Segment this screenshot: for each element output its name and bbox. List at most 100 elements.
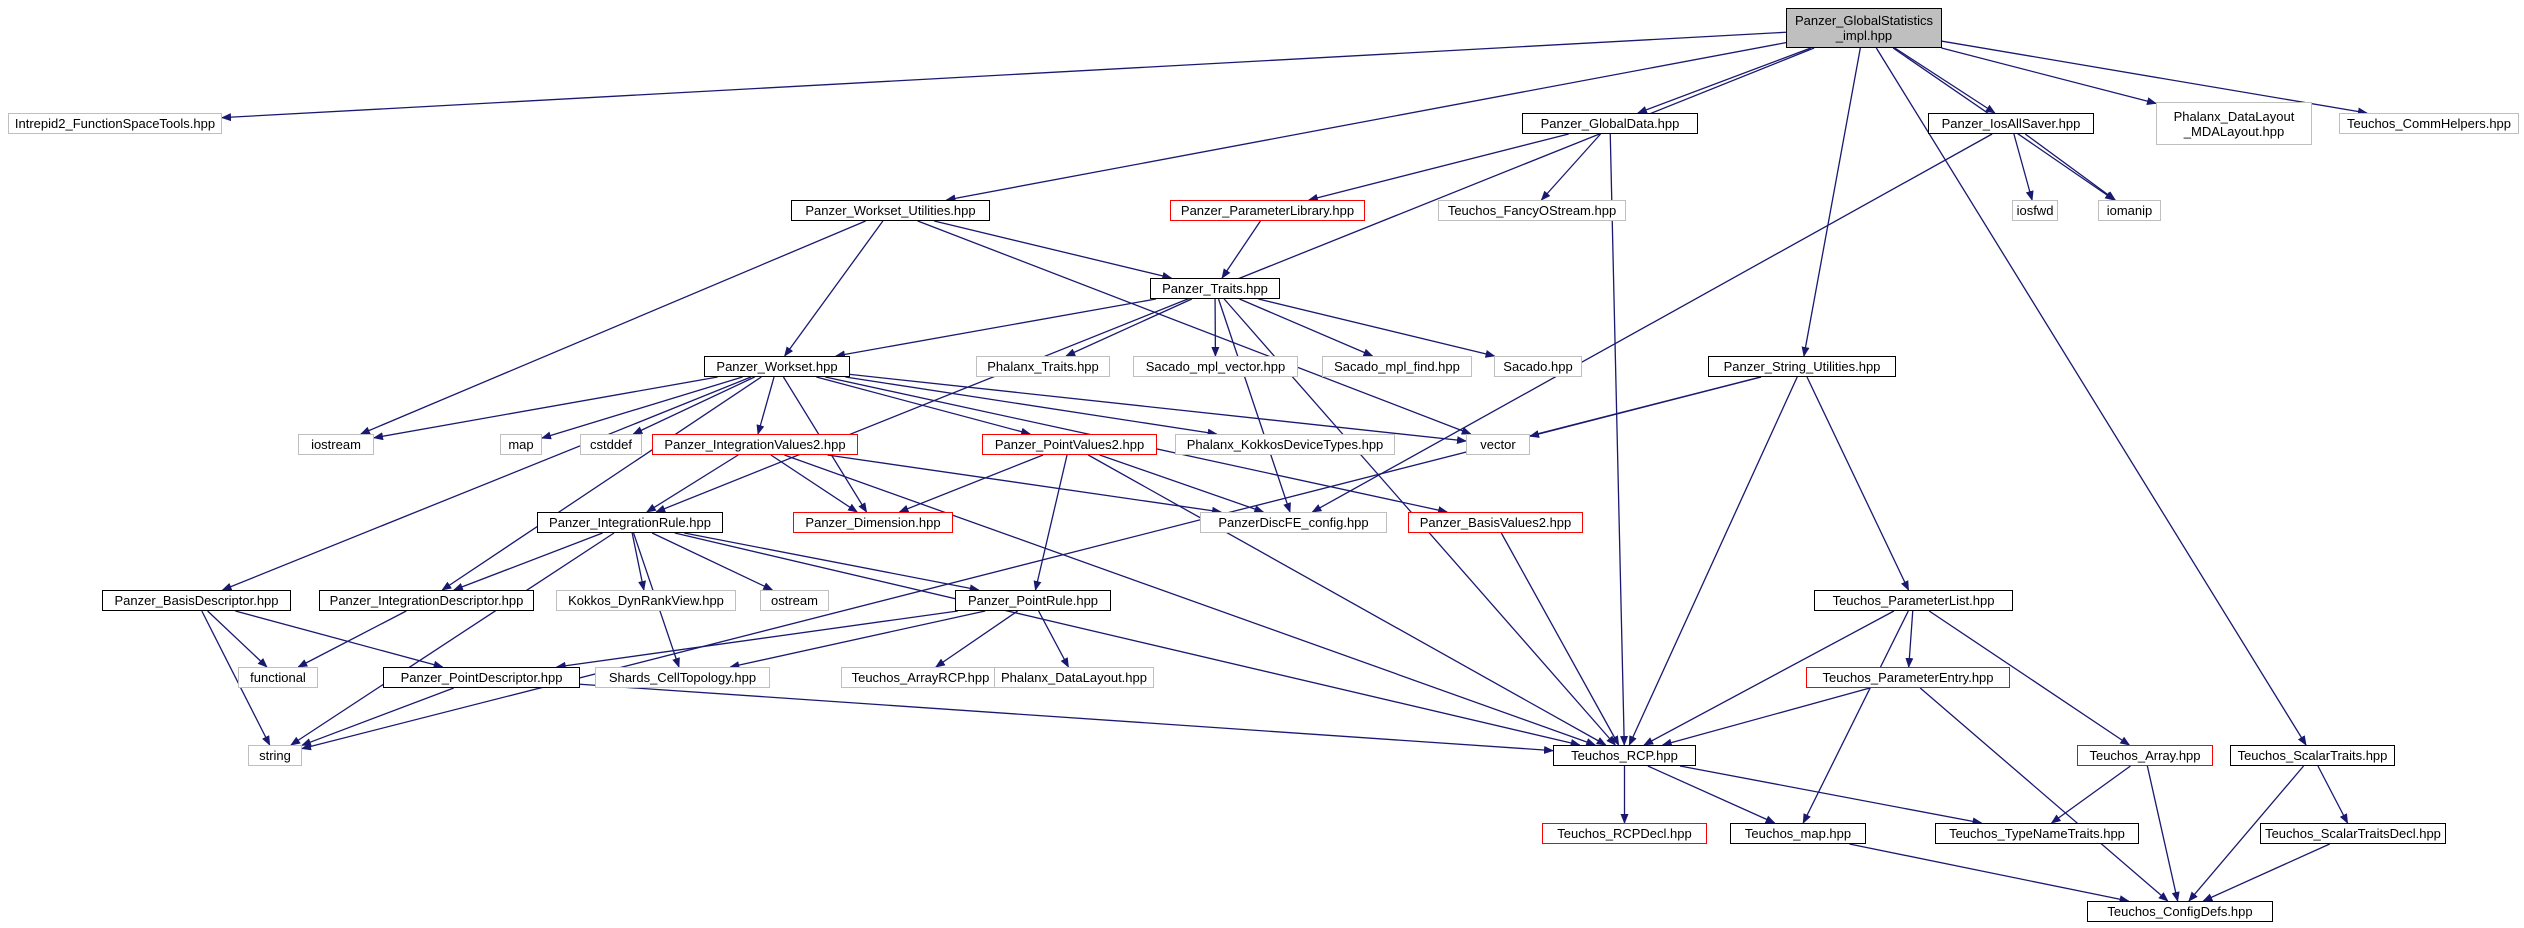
node-iosfwd: iosfwd bbox=[2012, 200, 2058, 221]
edge-workset-to-iostream bbox=[373, 376, 718, 441]
edge-pointdesc-to-rcp bbox=[579, 683, 1554, 754]
edge-workset-to-vector bbox=[849, 373, 1467, 445]
node-workset[interactable]: Panzer_Workset.hpp bbox=[704, 356, 850, 377]
edge-pointrule-to-pointdesc bbox=[555, 610, 958, 670]
node-mdalayout: Phalanx_DataLayout _MDALayout.hpp bbox=[2156, 102, 2312, 145]
edge-paramlist-to-array bbox=[1928, 610, 2131, 746]
edge-paramlist-to-rcp bbox=[1643, 610, 1895, 746]
edge-pointrule-to-phxdatalayout bbox=[1038, 610, 1069, 668]
edge-iosallsaver-to-discfe bbox=[1311, 133, 1993, 513]
node-paramentry[interactable]: Teuchos_ParameterEntry.hpp bbox=[1806, 667, 2010, 688]
node-root[interactable]: Panzer_GlobalStatistics _impl.hpp bbox=[1786, 8, 1942, 48]
node-intdesc[interactable]: Panzer_IntegrationDescriptor.hpp bbox=[319, 590, 534, 611]
edge-intvalues2-to-discfe bbox=[827, 454, 1222, 515]
edge-stringutil-to-string bbox=[301, 376, 1761, 751]
node-vector: vector bbox=[1466, 434, 1530, 455]
node-globaldata[interactable]: Panzer_GlobalData.hpp bbox=[1522, 113, 1698, 134]
edge-pointdesc-to-string bbox=[301, 687, 454, 746]
edge-basisdesc-to-string bbox=[201, 610, 271, 746]
edge-rcp-to-typename bbox=[1679, 765, 1983, 826]
edge-workset-to-kokkosdevice bbox=[845, 376, 1218, 437]
edge-pointrule-to-arrayrcp bbox=[935, 610, 1019, 668]
node-iostream: iostream bbox=[298, 434, 374, 455]
node-string: string bbox=[248, 745, 302, 766]
node-ostream: ostream bbox=[760, 590, 829, 611]
node-cstddef: cstddef bbox=[580, 434, 642, 455]
edge-tmap-to-configdefs bbox=[1849, 843, 2130, 904]
edge-worksetutil-to-workset bbox=[784, 220, 884, 357]
node-scalardecl[interactable]: Teuchos_ScalarTraitsDecl.hpp bbox=[2260, 823, 2446, 844]
edge-iosallsaver-to-iomanip bbox=[2024, 133, 2117, 201]
edge-intrule-to-string bbox=[290, 532, 615, 746]
edge-workset-to-cstddef bbox=[632, 376, 755, 435]
node-basisdesc[interactable]: Panzer_BasisDescriptor.hpp bbox=[102, 590, 291, 611]
node-stringutil[interactable]: Panzer_String_Utilities.hpp bbox=[1708, 356, 1896, 377]
edge-iosallsaver-to-iosfwd bbox=[2013, 133, 2034, 201]
edge-workset-to-intvalues2 bbox=[756, 376, 775, 435]
edge-worksetutil-to-traits bbox=[934, 220, 1173, 280]
node-intrule[interactable]: Panzer_IntegrationRule.hpp bbox=[537, 512, 723, 533]
edge-paramentry-to-configdefs bbox=[1919, 687, 2169, 902]
edge-root-to-commhelpers bbox=[1941, 40, 2368, 116]
edge-intrule-to-intdesc bbox=[452, 532, 603, 591]
edge-paramlist-to-paramentry bbox=[1905, 610, 1914, 668]
node-iomanip: iomanip bbox=[2098, 200, 2161, 221]
edge-pointvalues2-to-rcp bbox=[1087, 454, 1607, 746]
edge-intrule-to-pointrule bbox=[684, 532, 980, 593]
edge-traits-to-phxtraits bbox=[1065, 298, 1193, 357]
node-pointdesc[interactable]: Panzer_PointDescriptor.hpp bbox=[383, 667, 580, 688]
edge-intdesc-to-functional bbox=[297, 610, 407, 668]
edge-globaldata-to-paramlib bbox=[1307, 133, 1569, 202]
edge-root-to-scalartraits bbox=[1875, 47, 2307, 746]
edge-rcp-to-tmap bbox=[1647, 765, 1776, 824]
node-mplvector: Sacado_mpl_vector.hpp bbox=[1133, 356, 1298, 377]
edge-traits-to-discfe bbox=[1217, 298, 1291, 513]
edge-stringutil-to-rcp bbox=[1628, 376, 1798, 746]
node-cell: Shards_CellTopology.hpp bbox=[595, 667, 770, 688]
edge-paramlist-to-tmap bbox=[1802, 610, 1909, 824]
node-rcp[interactable]: Teuchos_RCP.hpp bbox=[1553, 745, 1696, 766]
edge-root-to-intrepid2 bbox=[221, 31, 1787, 122]
edge-workset-to-pointvalues2 bbox=[816, 376, 1032, 436]
edge-intvalues2-to-intrule bbox=[645, 454, 739, 513]
edge-intrule-to-dynrank bbox=[631, 532, 646, 591]
node-configdefs[interactable]: Teuchos_ConfigDefs.hpp bbox=[2087, 901, 2273, 922]
node-paramlist[interactable]: Teuchos_ParameterList.hpp bbox=[1814, 590, 2013, 611]
node-pointrule[interactable]: Panzer_PointRule.hpp bbox=[955, 590, 1111, 611]
edge-paramentry-to-rcp bbox=[1661, 687, 1871, 747]
node-dimension[interactable]: Panzer_Dimension.hpp bbox=[793, 512, 953, 533]
edge-globaldata-to-fancyostream bbox=[1540, 133, 1602, 201]
edge-array-to-configdefs bbox=[2146, 765, 2180, 902]
node-traits[interactable]: Panzer_Traits.hpp bbox=[1150, 278, 1280, 299]
edge-stringutil-to-paramlist bbox=[1806, 376, 1910, 591]
edge-globaldata-to-rcp bbox=[1609, 133, 1629, 746]
node-typename[interactable]: Teuchos_TypeNameTraits.hpp bbox=[1935, 823, 2139, 844]
node-basisvalues2[interactable]: Panzer_BasisValues2.hpp bbox=[1408, 512, 1583, 533]
node-iosallsaver[interactable]: Panzer_IosAllSaver.hpp bbox=[1928, 113, 2094, 134]
node-array[interactable]: Teuchos_Array.hpp bbox=[2077, 745, 2213, 766]
node-mplfind: Sacado_mpl_find.hpp bbox=[1322, 356, 1472, 377]
node-rcpdecl[interactable]: Teuchos_RCPDecl.hpp bbox=[1542, 823, 1707, 844]
edge-basisvalues2-to-rcp bbox=[1500, 532, 1620, 746]
edge-scalartraits-to-scalardecl bbox=[2317, 765, 2349, 824]
edge-intrule-to-ostream bbox=[651, 532, 774, 591]
node-intrepid2: Intrepid2_FunctionSpaceTools.hpp bbox=[8, 113, 222, 134]
edge-pointvalues2-to-discfe bbox=[1099, 454, 1265, 513]
edge-worksetutil-to-vector bbox=[917, 220, 1472, 435]
node-intvalues2[interactable]: Panzer_IntegrationValues2.hpp bbox=[652, 434, 858, 455]
edge-workset-to-map bbox=[541, 376, 743, 440]
node-functional: functional bbox=[238, 667, 318, 688]
node-scalartraits[interactable]: Teuchos_ScalarTraits.hpp bbox=[2230, 745, 2395, 766]
node-worksetutil[interactable]: Panzer_Workset_Utilities.hpp bbox=[791, 200, 990, 221]
edge-traits-to-mplfind bbox=[1239, 298, 1374, 357]
edge-pointvalues2-to-dimension bbox=[898, 454, 1044, 513]
node-phxtraits: Phalanx_Traits.hpp bbox=[976, 356, 1110, 377]
node-paramlib[interactable]: Panzer_ParameterLibrary.hpp bbox=[1170, 200, 1365, 221]
node-tmap[interactable]: Teuchos_map.hpp bbox=[1730, 823, 1866, 844]
edge-paramlib-to-traits bbox=[1221, 220, 1261, 279]
edge-scalardecl-to-configdefs bbox=[2202, 843, 2330, 902]
node-sacado: Sacado.hpp bbox=[1494, 356, 1582, 377]
edge-workset-to-intdesc bbox=[441, 376, 762, 591]
node-pointvalues2[interactable]: Panzer_PointValues2.hpp bbox=[982, 434, 1157, 455]
edge-pointvalues2-to-pointrule bbox=[1033, 454, 1068, 591]
